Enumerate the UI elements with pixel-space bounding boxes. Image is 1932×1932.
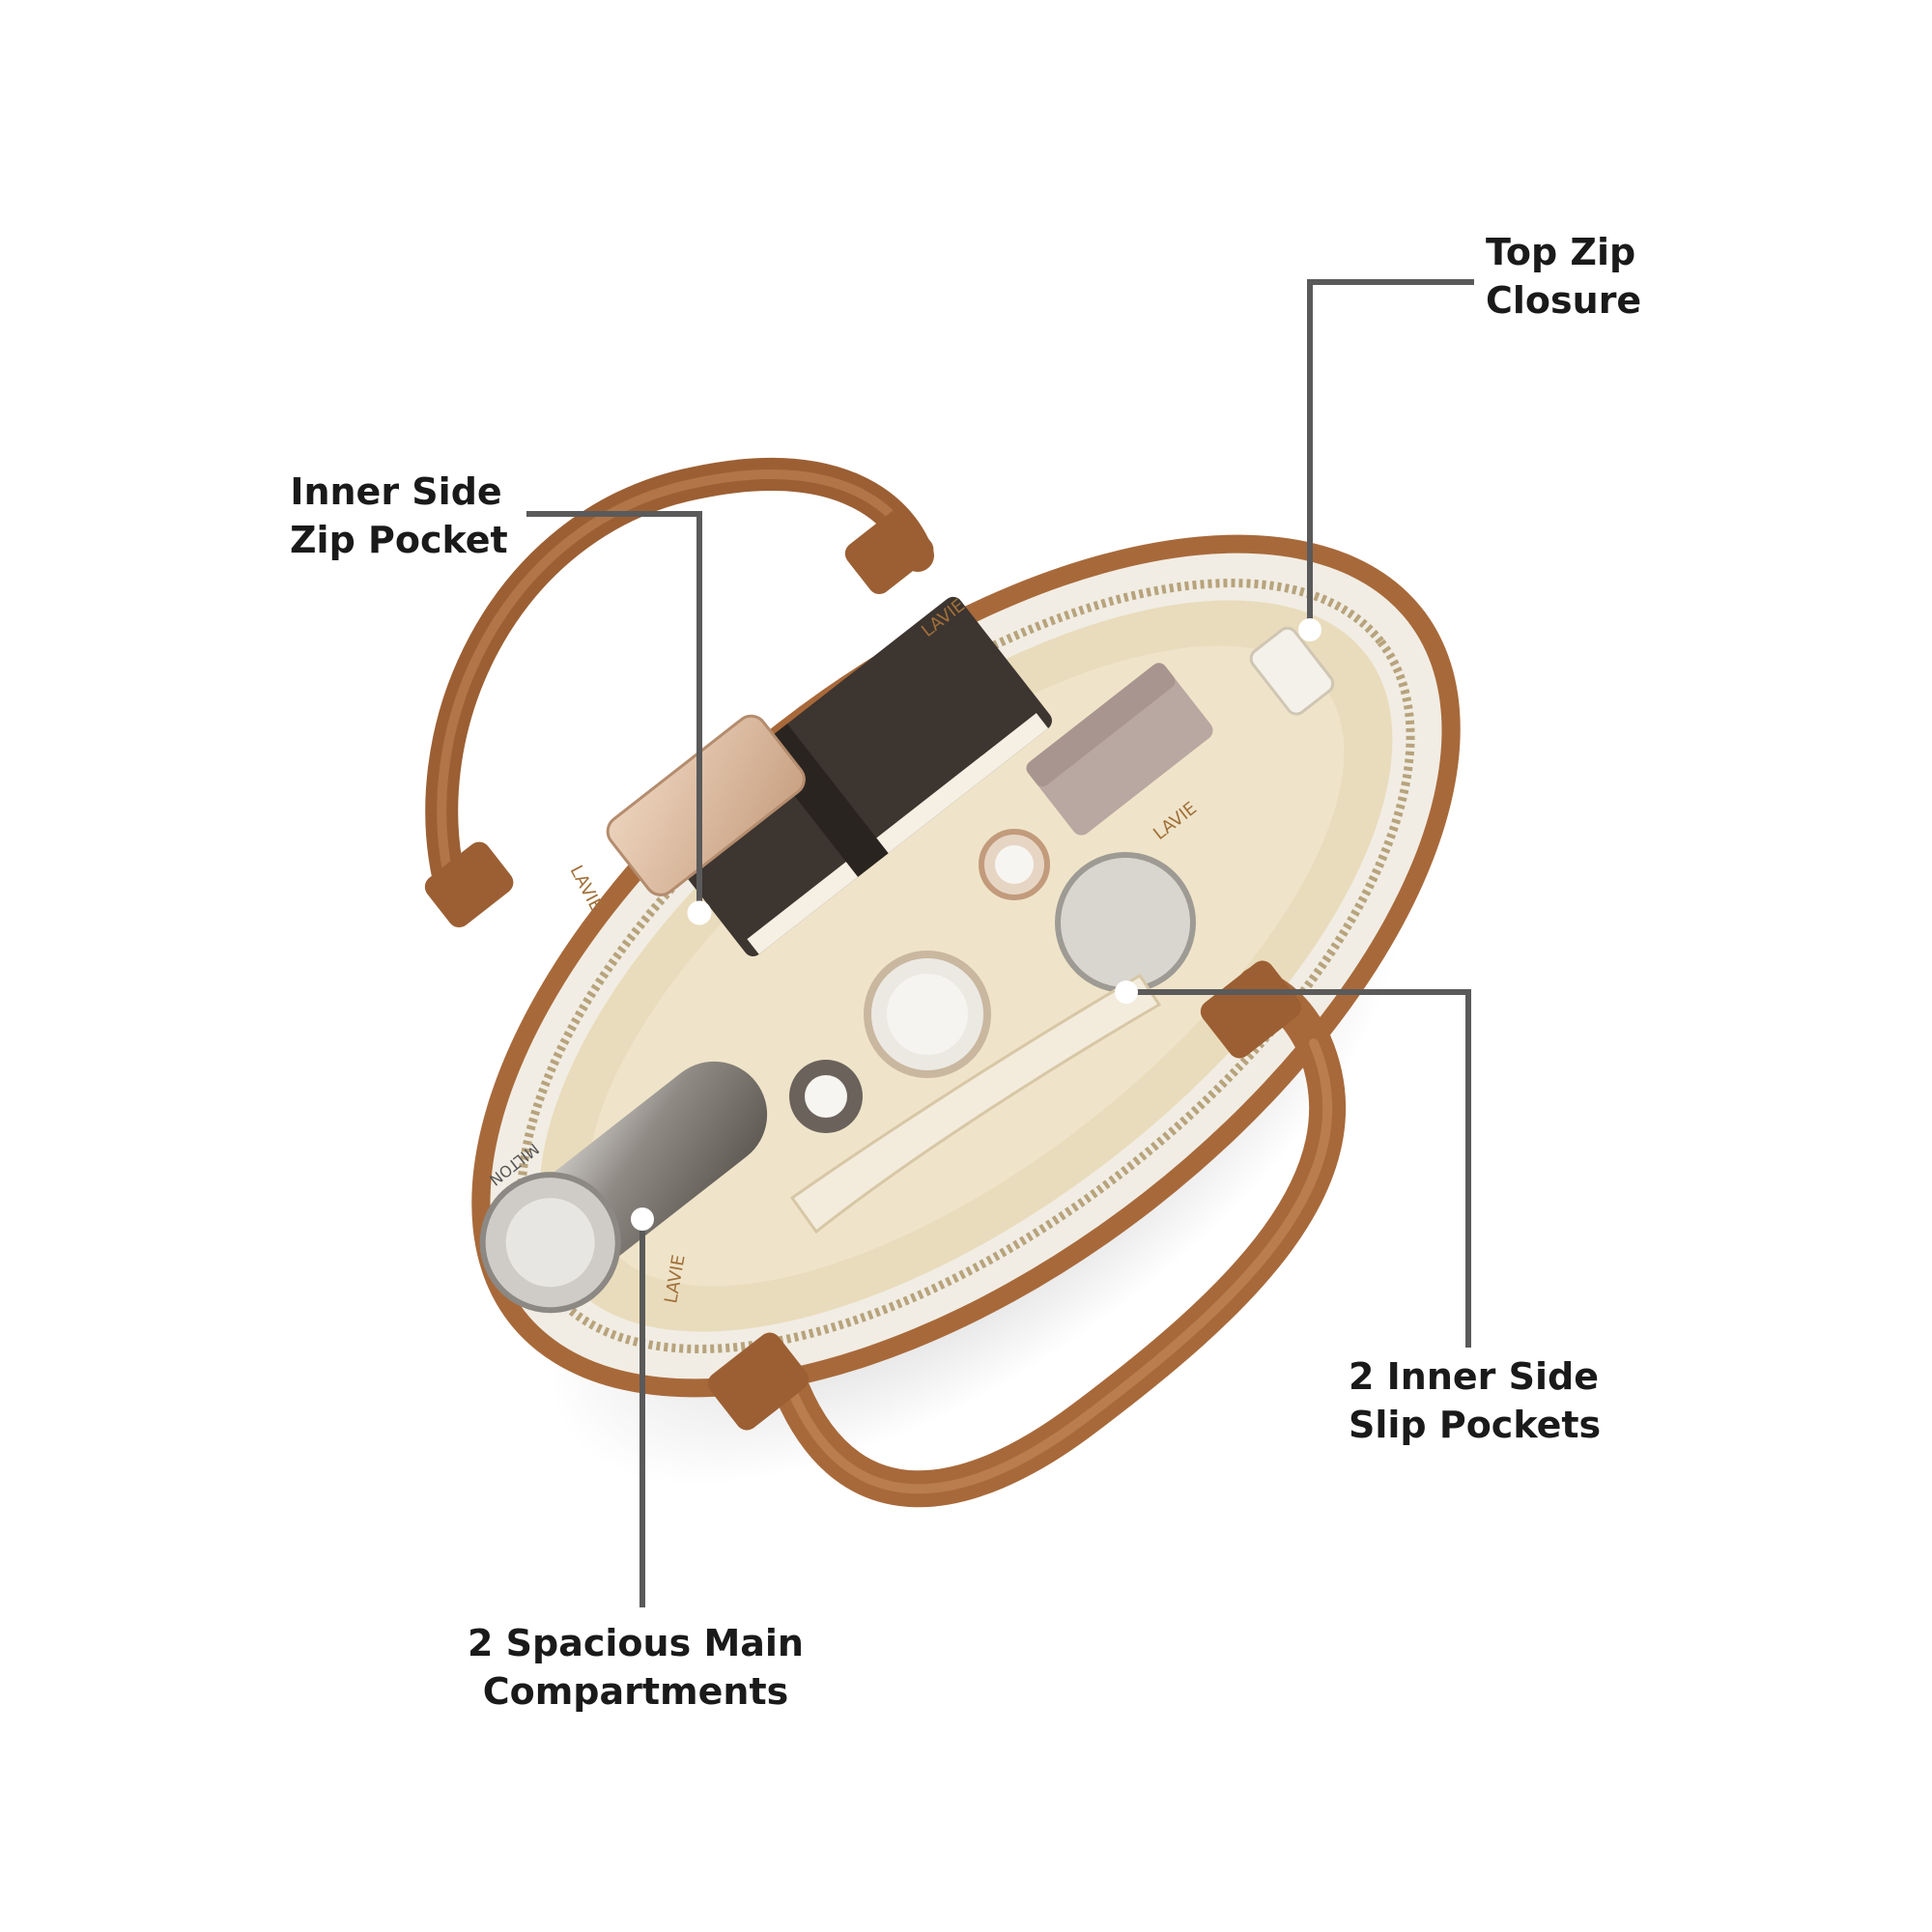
callout-dot-zip-pocket (687, 900, 712, 925)
steel-bottle-cap-top (505, 1198, 595, 1288)
wallet (1027, 664, 1213, 836)
callout-dot-main-compartments (631, 1208, 654, 1231)
callout-top-zip-closure-line1: Top Zip (1486, 231, 1636, 273)
callout-main-compartments: 2 Spacious Main Compartments (462, 1619, 810, 1716)
callout-inner-side-zip-pocket: Inner Side Zip Pocket (290, 468, 508, 564)
callout-top-zip-closure-line2: Closure (1486, 279, 1642, 322)
slip-pocket (789, 973, 1162, 1235)
callout-line-zip-pocket (526, 511, 702, 913)
bag-handle-front-highlight (787, 1038, 1333, 1494)
zip-pull (1249, 626, 1335, 716)
callout-main-compartments-line2: Compartments (482, 1670, 789, 1713)
lining-brand-text-2: LAVIE (566, 862, 607, 915)
phone (606, 714, 806, 896)
callout-inner-side-slip-pockets-line2: Slip Pockets (1349, 1404, 1602, 1446)
small-bottle-1-cap (995, 845, 1034, 884)
wallet-flap (1026, 663, 1176, 787)
callout-dot-top-zip (1298, 618, 1321, 641)
round-container-top (887, 974, 968, 1055)
callout-inner-side-slip-pockets: 2 Inner Side Slip Pockets (1349, 1352, 1601, 1449)
callout-inner-side-zip-pocket-line1: Inner Side (290, 470, 502, 513)
callout-line-top-zip (1307, 279, 1474, 630)
callout-inner-side-slip-pockets-line1: 2 Inner Side (1349, 1355, 1600, 1398)
notebook-pages (747, 713, 1049, 954)
handle-tab-front-right (1200, 960, 1302, 1059)
callout-inner-side-zip-pocket-line2: Zip Pocket (290, 519, 508, 561)
callout-main-compartments-line1: 2 Spacious Main (468, 1622, 804, 1664)
small-bottle-2-cap (805, 1075, 847, 1118)
jar-lid (1055, 852, 1196, 993)
callout-dot-slip-pockets (1115, 980, 1138, 1004)
handle-tab-front-left (707, 1332, 810, 1431)
handle-tab-back-right (844, 508, 934, 594)
bag-handle-back-highlight (437, 469, 923, 903)
notebook (654, 596, 1052, 957)
callout-top-zip-closure: Top Zip Closure (1486, 228, 1641, 325)
callout-line-slip-pockets (1126, 989, 1471, 1348)
handle-tab-back-left (424, 841, 514, 927)
